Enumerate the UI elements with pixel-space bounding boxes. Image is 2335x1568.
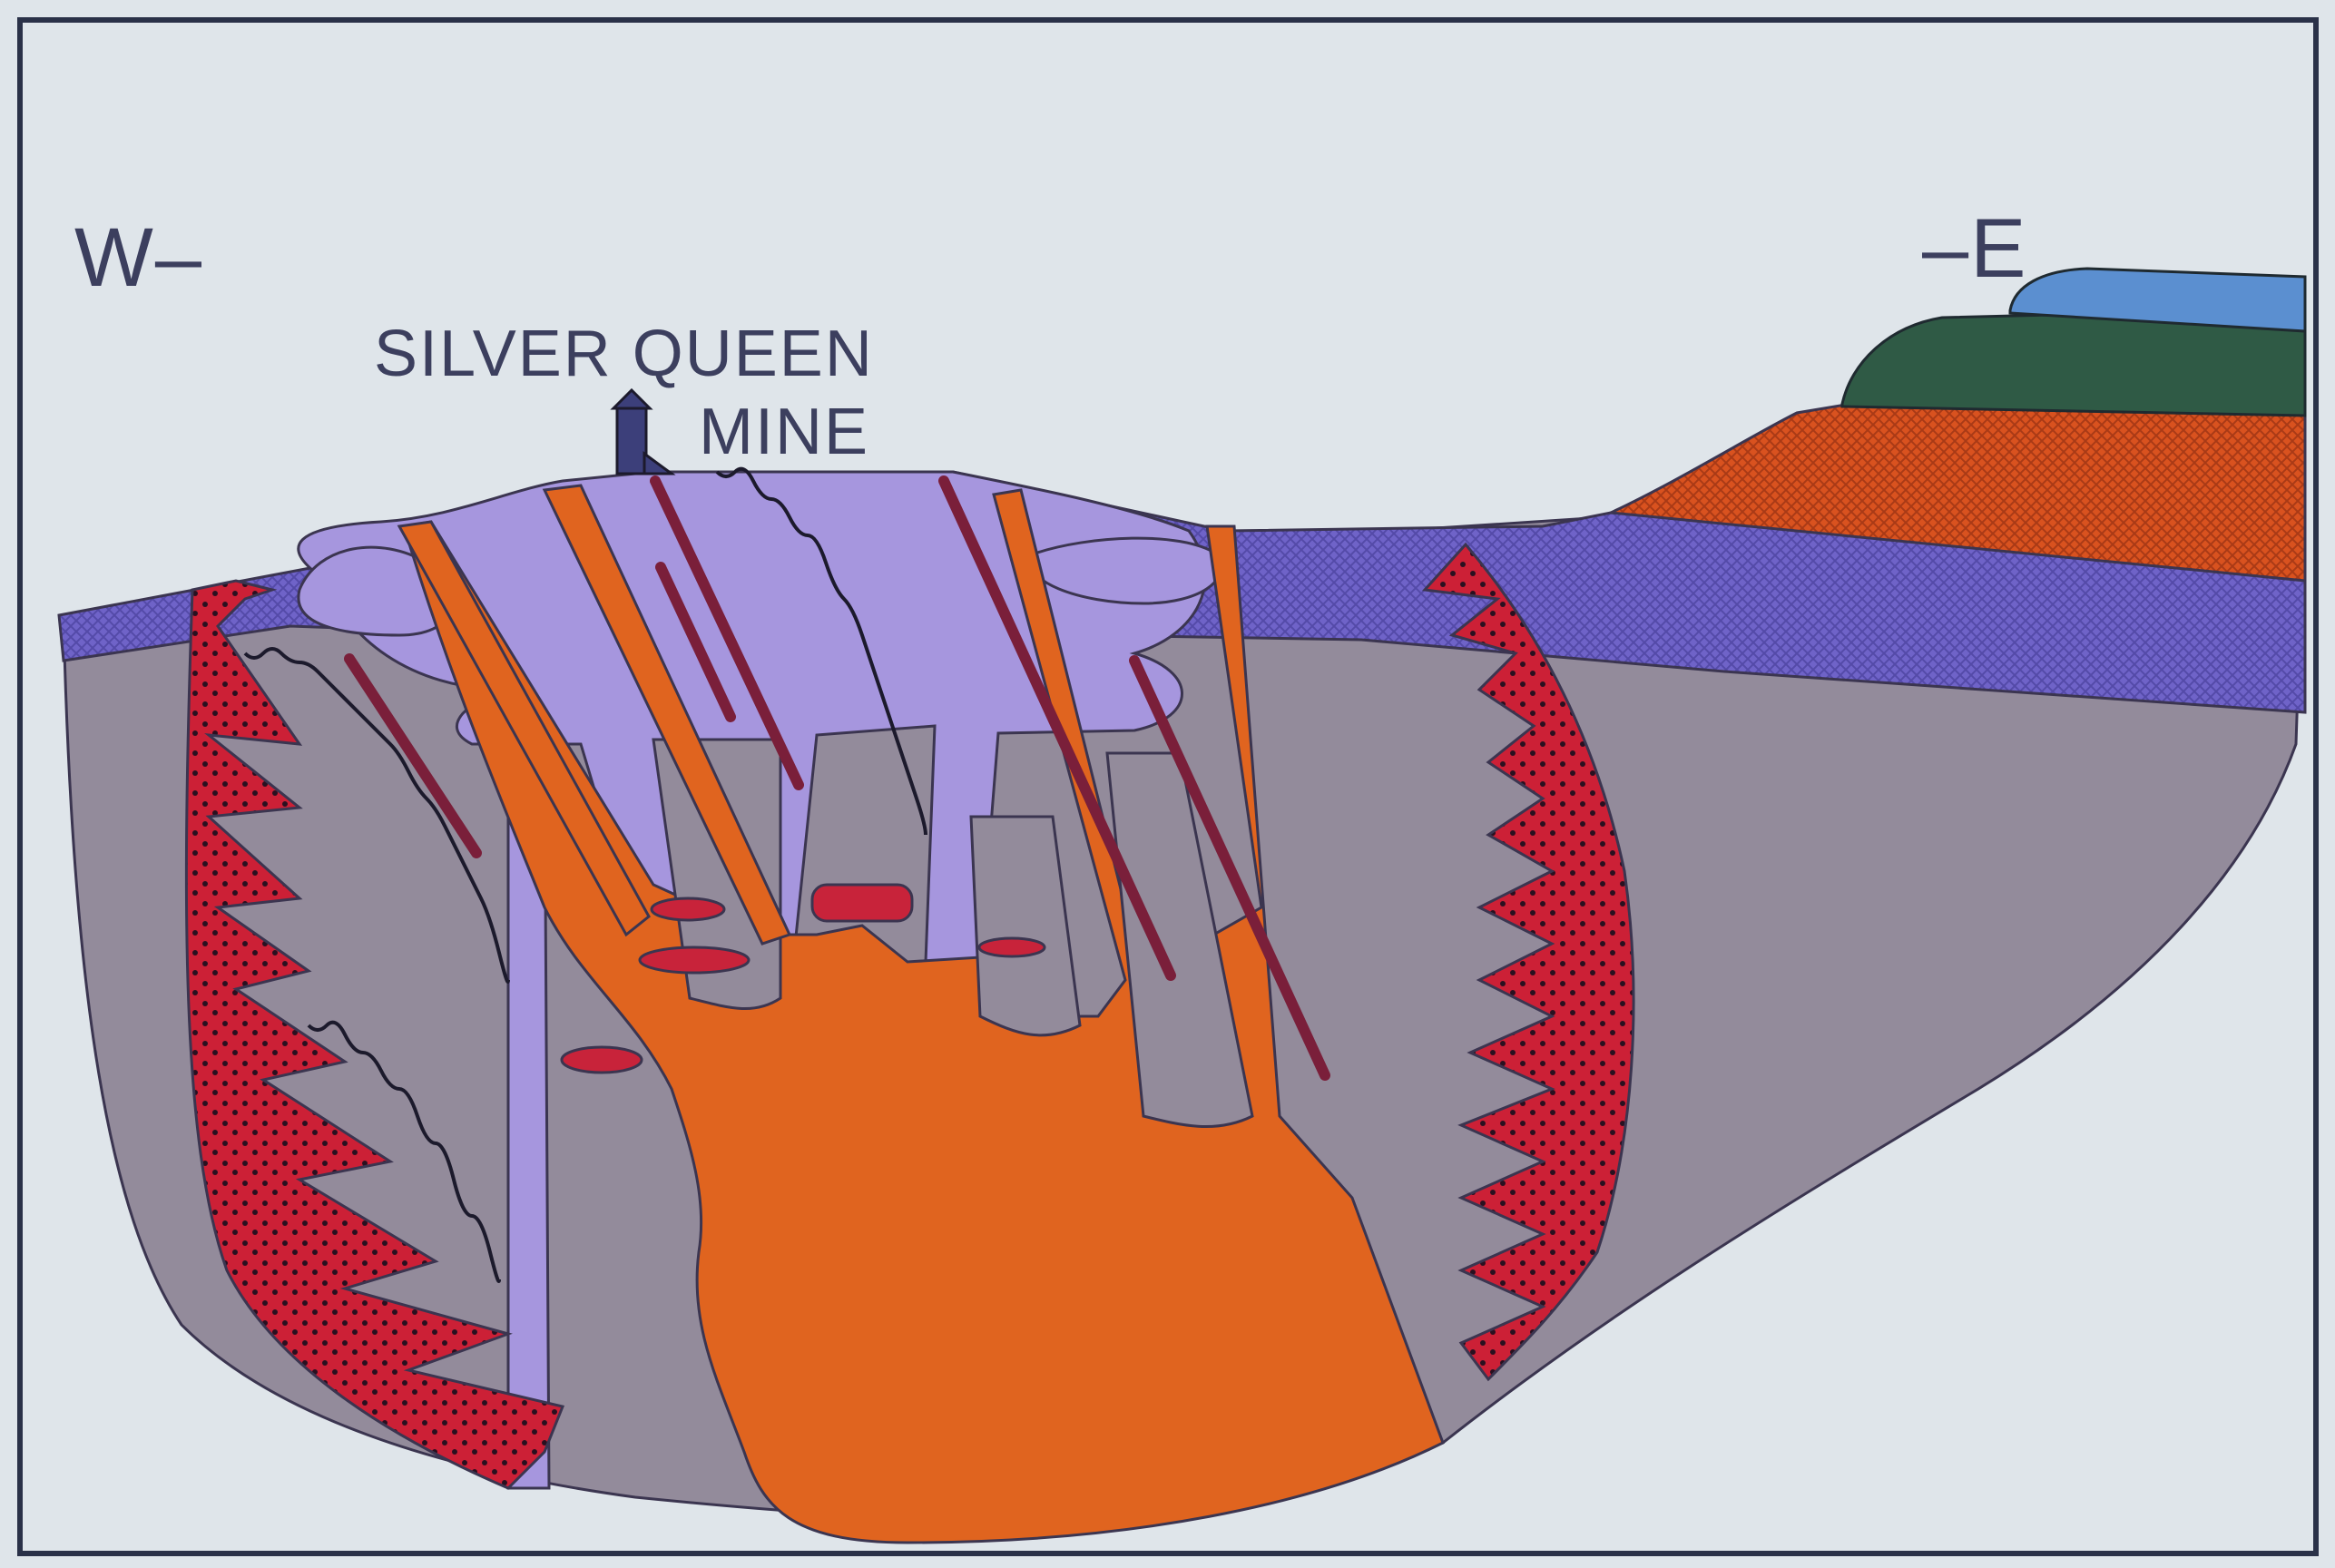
ore-body	[652, 898, 724, 920]
mine-name-label: SILVER QUEEN	[374, 321, 874, 387]
ore-body	[812, 885, 912, 921]
ore-body	[640, 947, 749, 973]
mine-word-label: MINE	[699, 399, 869, 465]
west-direction-label: W–	[74, 216, 203, 299]
ore-body	[979, 938, 1045, 956]
ore-body	[562, 1047, 642, 1073]
east-direction-label: –E	[1922, 207, 2028, 290]
